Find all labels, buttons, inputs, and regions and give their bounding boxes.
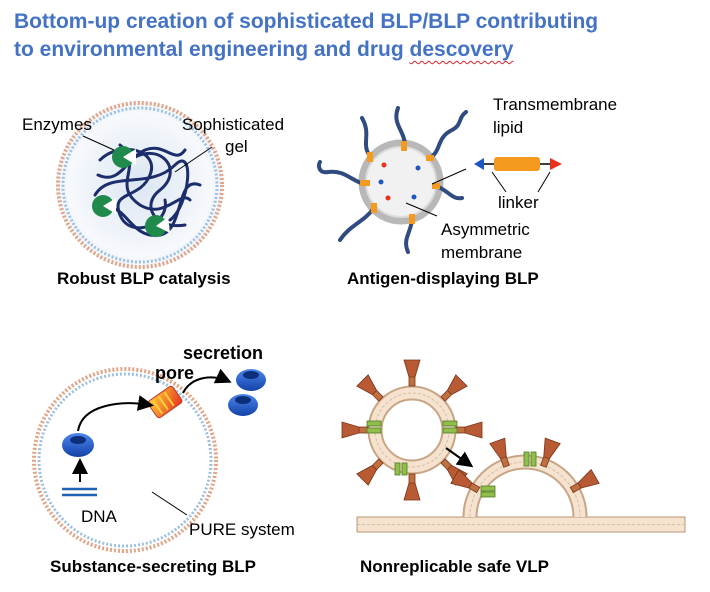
transmembrane-lipid-icon [474, 157, 562, 171]
transmembrane-label-line-1: Transmembrane [493, 95, 618, 114]
title-line-2: to environmental engineering and drug de… [14, 38, 513, 62]
spike-proteins [341, 359, 483, 501]
secretion-illustration [32, 367, 266, 553]
enzyme-icon [145, 215, 170, 237]
transmembrane-label-line-2: lipid [493, 118, 524, 137]
title-misspelled-word: descovery [409, 38, 514, 61]
enzyme-icon [112, 146, 136, 168]
enzymes-callout-line [82, 135, 115, 151]
catalysis-caption: Robust BLP catalysis [57, 269, 231, 288]
secreting-vesicle [32, 367, 218, 553]
title-line-1: Bottom-up creation of sophisticated BLP/… [14, 10, 599, 33]
membrane-protein-icon [480, 451, 537, 498]
lipid-anchors [360, 141, 440, 224]
lipid-callout-line [431, 168, 467, 185]
vlp-caption: Nonreplicable safe VLP [360, 557, 549, 576]
secretion-arrow [182, 368, 232, 394]
transport-arrow [77, 395, 154, 432]
secretion-label: secretion [183, 343, 264, 363]
secreting-membrane-outer [32, 367, 218, 553]
vesicle-lumen [67, 112, 213, 258]
vesicle-membrane-outer [56, 101, 224, 269]
dna-label: DNA [81, 507, 117, 526]
secreted-protein-icon [228, 394, 258, 416]
pure-callout-line [151, 491, 188, 516]
dna-icon [62, 487, 97, 497]
enzyme-icon [92, 195, 116, 217]
secretion-caption: Substance-secreting BLP [50, 557, 256, 576]
vlp-illustration [341, 359, 686, 533]
linker-callout-line-left [491, 171, 507, 193]
gel-label-line-1: Sophisticated [182, 115, 285, 134]
secreted-protein-icon [236, 369, 266, 391]
enzymes-label: Enzymes [22, 115, 92, 134]
asymmetric-label-line-2: membrane [441, 243, 523, 262]
pure-system-label: PURE system [189, 520, 295, 539]
flat-membrane [356, 516, 686, 533]
gel-label-line-2: gel [225, 137, 248, 156]
membrane-protein-icon [366, 420, 458, 476]
catalysis-illustration [56, 101, 224, 269]
secreting-membrane-inner [37, 372, 213, 548]
antigen-caption: Antigen-displaying BLP [347, 269, 539, 288]
antigen-illustration [317, 106, 562, 254]
gel-callout-line [174, 146, 213, 173]
title-line-2-text: to environmental engineering and drug [14, 38, 410, 61]
pore-label: pore [155, 363, 195, 383]
linker-label: linker [498, 193, 539, 212]
vesicle-membrane-inner [61, 106, 219, 264]
spike-proteins-bud [450, 437, 600, 494]
budding-arrow [445, 447, 474, 468]
membrane-callout-line [405, 202, 438, 217]
asymmetric-label-line-1: Asymmetric [441, 220, 530, 239]
protein-icon [62, 433, 94, 457]
linker-callout-line-right [537, 171, 551, 193]
